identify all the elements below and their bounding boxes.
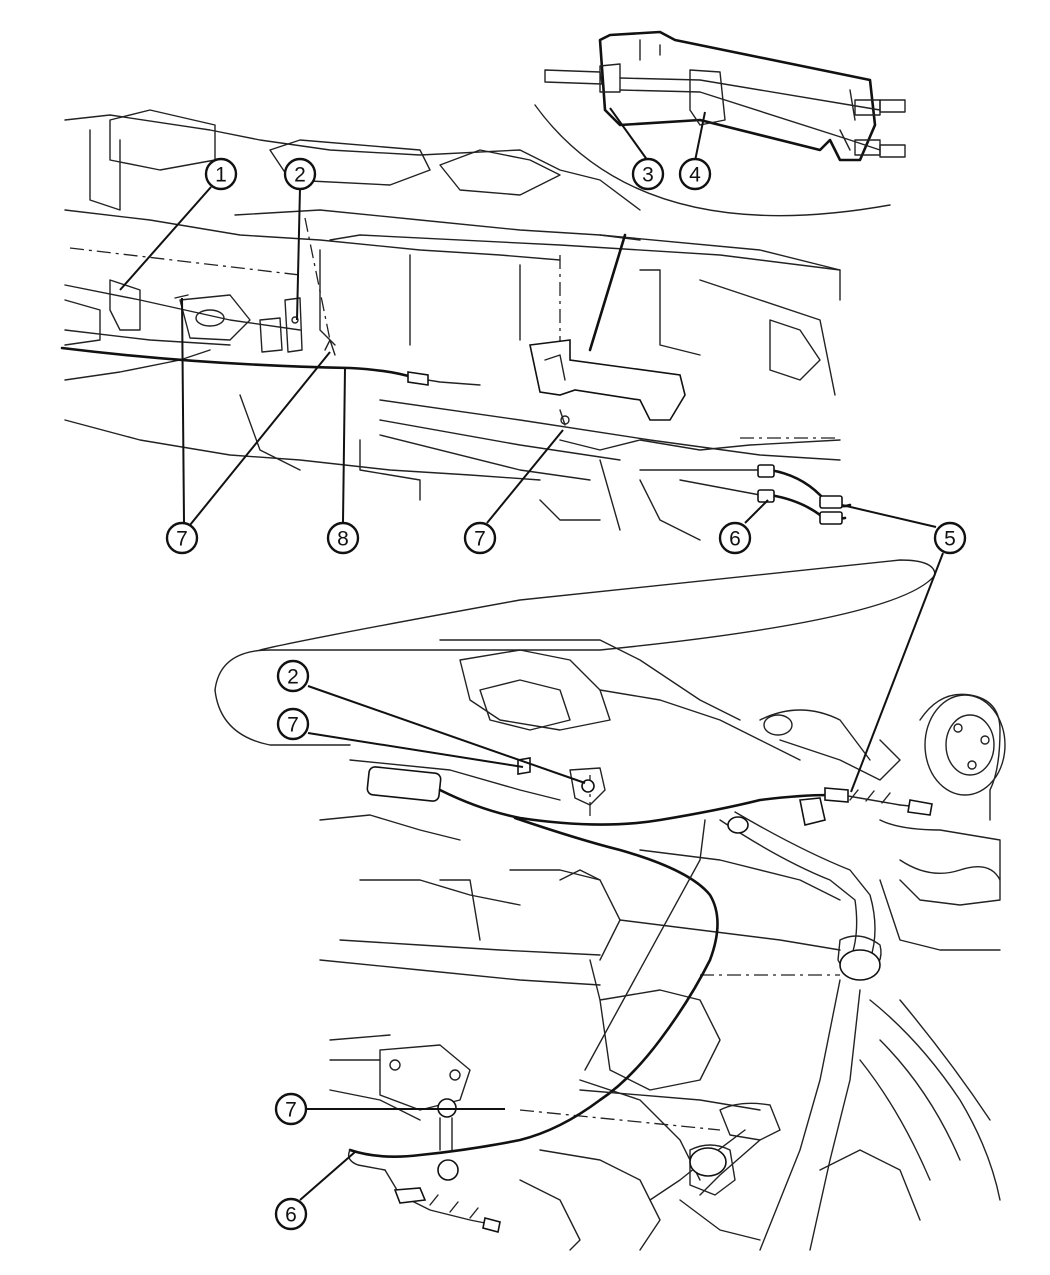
callout-7-upper-middle-label: 7	[474, 528, 486, 551]
callout-7-lower-top: 7	[276, 707, 310, 741]
callout-7-lower-bottom-label: 7	[285, 1099, 297, 1122]
callout-7-lower-bottom: 7	[274, 1092, 308, 1126]
callout-7-upper-left: 7	[165, 521, 199, 555]
upper-floor-pan-drawing	[64, 109, 841, 541]
callout-2-lower: 2	[276, 659, 310, 693]
callout-6-lower: 6	[274, 1197, 308, 1231]
callout-1-label: 1	[215, 164, 227, 187]
callout-8: 8	[326, 521, 360, 555]
callout-2-lower-label: 2	[287, 666, 299, 689]
lower-cable-assembly	[347, 766, 933, 1233]
callout-1: 1	[204, 157, 238, 191]
callout-3: 3	[631, 157, 665, 191]
callout-6-lower-label: 6	[285, 1204, 297, 1227]
upper-cable-assembly	[60, 339, 852, 525]
callout-2-upper: 2	[283, 157, 317, 191]
callout-6-upper-label: 6	[729, 528, 741, 551]
lower-chassis-drawing	[214, 559, 1006, 1251]
callout-6-upper: 6	[718, 521, 752, 555]
callout-3-label: 3	[642, 164, 654, 187]
callout-8-label: 8	[337, 528, 349, 551]
callout-4-label: 4	[689, 164, 701, 187]
inset-detail	[534, 30, 906, 352]
callout-5: 5	[933, 521, 967, 555]
callout-7-lower-top-label: 7	[287, 714, 299, 737]
callout-4: 4	[678, 157, 712, 191]
callout-5-label: 5	[944, 528, 956, 551]
callout-7-upper-left-label: 7	[176, 528, 188, 551]
callout-7-upper-middle: 7	[463, 521, 497, 555]
leader-lines	[119, 107, 944, 1201]
callout-2-upper-label: 2	[294, 164, 306, 187]
